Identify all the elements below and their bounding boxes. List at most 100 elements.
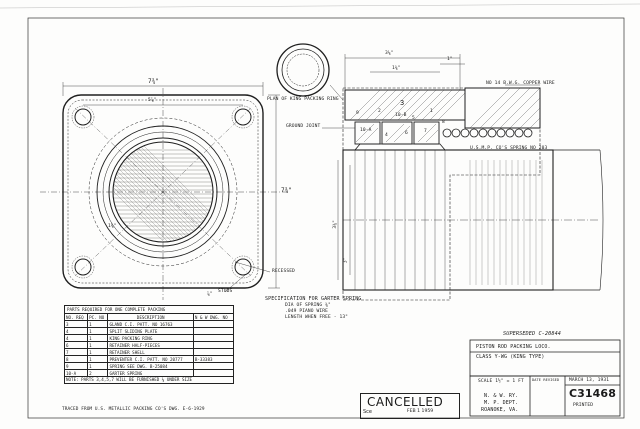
cell-pc: 1 [87,334,109,342]
label-plan-ring: PLAN OF KING PACKING RING [267,97,339,102]
department: M. P. DEPT. [484,400,519,406]
spec-line-1: DIA OF SPRING ⅜" [285,303,331,308]
parts-note-row: NOTE: PARTS 3,4,5,7 WILL BE FURNISHED ⅛ … [64,376,234,384]
cell-dwg [192,327,235,335]
header-dwg: N & W DWG. NO [192,313,235,321]
label-recessed: RECESSED [272,269,295,274]
dim-height: 7¾" [281,187,293,194]
header-req: NO. REQ [63,313,89,321]
flange-front-view [40,82,290,300]
cone-label-6: 6 [405,131,408,136]
cell-dwg [192,369,235,377]
cell-req: 4 [63,327,89,335]
cell-req: 8 [63,355,89,363]
packing-ring-plan [276,43,344,101]
cell-desc: KING PACKING RING [107,334,194,342]
cone-label-2: 2 [378,109,381,114]
cell-dwg [192,334,235,342]
cell-dwg [192,348,235,356]
cell-req: 9 [63,362,89,370]
superseded-note: SUPERSEDED C-20844 [503,331,562,337]
label-wire-note: NO 14 B.W.G. COPPER WIRE [486,81,555,86]
cone-label-1: 1 [430,109,433,114]
cone-label-10b: 10-B [395,113,407,118]
dim-top-width: 7¾" [148,78,160,85]
label-spring-note: U.S.M.P. CO'S SPRING NO 203 [470,146,548,151]
cell-req: 3 [63,320,89,328]
cell-req: 10-A [63,369,89,377]
cone-label-8: 8 [442,120,445,125]
cancelled-stamp: CANCELLED Sce FEB 1 1959 [360,393,460,419]
cone-label-3: 3 [400,99,405,107]
cell-pc: 2 [87,369,109,377]
cell-dwg [192,341,235,349]
cell-dwg: B-33383 [192,355,235,363]
cell-desc: RETAINER SHELL [107,348,194,356]
cone-label-4: 4 [385,133,388,138]
scale-note: SCALE 1½" = 1 FT [478,379,524,384]
cell-dwg [192,362,235,370]
cell-desc: SPRING SEE DWG. B-25084 [107,362,194,370]
cell-req: 6 [63,341,89,349]
spec-line-2: .049 PIANO WIRE [285,309,328,314]
title-block-frame [469,339,621,417]
railway-name: N. & W. RY. [484,393,519,399]
traced-note: TRACED FROM U.S. METALLIC PACKING CO'S D… [62,407,205,412]
dim-bolt-circle: 1⅝" [108,224,117,229]
cell-pc: 1 [87,362,109,370]
printed-mark: PRINTED [573,403,594,408]
stamp-date: FEB 1 1959 [407,409,434,414]
cone-label-9: 9 [356,111,359,116]
stamp-prefix: Sce [363,409,372,415]
stamp-text: CANCELLED [367,395,444,409]
cell-pc: 1 [87,348,109,356]
cell-pc: 1 [87,341,109,349]
dim-inner-width: 5⅞" [148,98,157,103]
date-revised-label: DATE REVISED [532,378,560,382]
parts-grid: NO. REQ PC. NO DESCRIPTION N & W DWG. NO… [63,313,235,384]
cell-req: 4 [63,334,89,342]
dim-small-a: 1⅜" [392,66,401,71]
cell-req: 7 [63,348,89,356]
cell-pc: 1 [87,320,109,328]
cell-desc: GLAND C.I. PATT. NO 16763 [107,320,194,328]
cell-desc: GARTER SPRING [107,369,194,377]
parts-table: PARTS REQUIRED FOR ONE COMPLETE PACKING … [63,305,235,384]
cone-label-5: 5 [412,116,415,121]
parts-table-caption: PARTS REQUIRED FOR ONE COMPLETE PACKING [64,305,234,313]
header-desc: DESCRIPTION [107,313,194,321]
parts-header-row: NO. REQ PC. NO DESCRIPTION N & W DWG. NO [63,313,235,321]
spec-line-3: LENGTH WHEN FREE - 13" [285,315,349,320]
drawing-number: C31468 [569,387,616,400]
cell-desc: SPLIT SLIDING PLATE [107,327,194,335]
cone-label-10a: 10-A [360,128,372,133]
cell-desc: RETAINER HALF-PIECES [107,341,194,349]
label-ground-joint: GROUND JOINT [286,124,321,129]
spec-title: SPECIFICATION FOR GARTER SPRING [265,296,362,302]
city: ROANOKE, VA. [481,407,519,413]
sectional-elevation [322,54,604,301]
drawing-date: MARCH 13, 1931 [569,378,610,383]
dim-bore: 3⅜" [333,219,339,229]
cell-dwg [192,320,235,328]
header-pc: PC. NO [87,313,109,321]
cell-desc: PREVENTER C.I. PATT. NO 20777 [107,355,194,363]
dim-top-span: 3⅛" [385,51,394,56]
label-studs: STUDS [218,289,233,294]
cone-label-7: 7 [424,129,427,134]
dim-stud-dia: ⅞" [207,292,213,297]
cell-pc: 1 [87,327,109,335]
parts-note: NOTE: PARTS 3,4,5,7 WILL BE FURNISHED ⅛ … [64,376,234,384]
dim-bore-inner: 3" [343,257,349,264]
drawing-title-line2: CLASS Y-WG (KING TYPE) [476,354,545,360]
cell-pc: 1 [87,355,109,363]
drawing-title-line1: PISTON ROD PACKING LOCO. [476,344,551,350]
